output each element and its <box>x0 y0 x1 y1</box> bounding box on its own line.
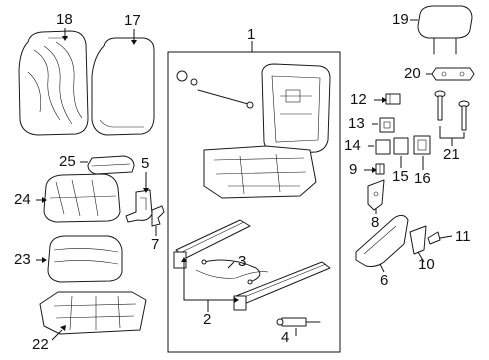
callout-25: 25 <box>59 153 76 170</box>
callout-7: 7 <box>151 236 160 253</box>
arrow-24 <box>42 197 47 203</box>
arrow-5 <box>143 188 149 193</box>
callout-3: 3 <box>238 253 247 270</box>
part-6-side-shield <box>355 214 409 267</box>
leader-22 <box>51 329 63 341</box>
part-11-clip <box>427 231 441 245</box>
part-10-trim <box>409 225 427 255</box>
callout-15: 15 <box>392 168 409 185</box>
leader-6 <box>379 263 385 273</box>
callout-17: 17 <box>124 12 141 29</box>
part-2-seat-track <box>173 219 331 311</box>
callout-13: 13 <box>348 115 365 132</box>
part-21-bolts <box>434 90 470 131</box>
part-22-cushion-pan <box>39 291 147 335</box>
part-7-clip <box>151 205 165 227</box>
part-18-seatback-cover <box>18 30 89 136</box>
arrow-23 <box>42 257 47 263</box>
assembly-frame <box>167 51 341 353</box>
part-19-headrest <box>417 5 473 55</box>
callout-19: 19 <box>392 11 409 28</box>
callout-24: 24 <box>14 191 31 208</box>
arrow-9 <box>372 167 377 173</box>
part-9-clip <box>375 163 385 175</box>
part-17-seatback-panel <box>91 37 155 136</box>
callout-9: 9 <box>349 161 358 178</box>
part-1-lever <box>176 70 254 109</box>
part-23-cushion-foam <box>47 235 123 283</box>
part-25-armrest-pad <box>87 155 135 175</box>
callout-2: 2 <box>203 311 212 328</box>
callout-4: 4 <box>281 329 290 346</box>
leader-2-bracket <box>183 262 234 301</box>
part-14-cover <box>375 139 391 155</box>
part-16-cover <box>413 135 431 155</box>
part-13-retainer <box>379 117 395 133</box>
callout-8: 8 <box>371 214 380 231</box>
callout-11: 11 <box>455 228 471 245</box>
arrow-2b <box>234 297 239 303</box>
arrow-22 <box>60 325 66 331</box>
callout-23: 23 <box>14 251 31 268</box>
arrow-17 <box>131 40 137 45</box>
callout-10: 10 <box>418 256 435 273</box>
part-24-cushion-cover <box>43 173 121 223</box>
part-5-trim-bracket <box>125 189 153 223</box>
leader-10 <box>417 251 425 263</box>
callout-12: 12 <box>350 91 367 108</box>
callout-1: 1 <box>247 26 256 43</box>
arrow-2a <box>181 257 187 262</box>
callout-14: 14 <box>344 137 361 154</box>
part-1-seat-frame <box>203 63 331 199</box>
part-12-retainer <box>385 93 401 105</box>
leader-11 <box>439 235 453 239</box>
part-3-cable <box>201 259 261 285</box>
callout-5: 5 <box>141 155 150 172</box>
arrow-18 <box>62 36 68 41</box>
part-4-damper <box>276 317 321 327</box>
callout-6: 6 <box>380 272 389 289</box>
callout-21: 21 <box>443 146 460 163</box>
part-8-bracket <box>367 179 385 211</box>
callout-22: 22 <box>32 336 49 353</box>
leader-3 <box>227 261 235 269</box>
leader-21 <box>439 126 465 139</box>
arrow-12 <box>382 97 387 103</box>
callout-18: 18 <box>56 11 73 28</box>
part-15-cover <box>393 137 409 155</box>
part-20-guide-bracket <box>431 67 475 81</box>
callout-16: 16 <box>414 170 431 187</box>
callout-20: 20 <box>404 65 421 82</box>
